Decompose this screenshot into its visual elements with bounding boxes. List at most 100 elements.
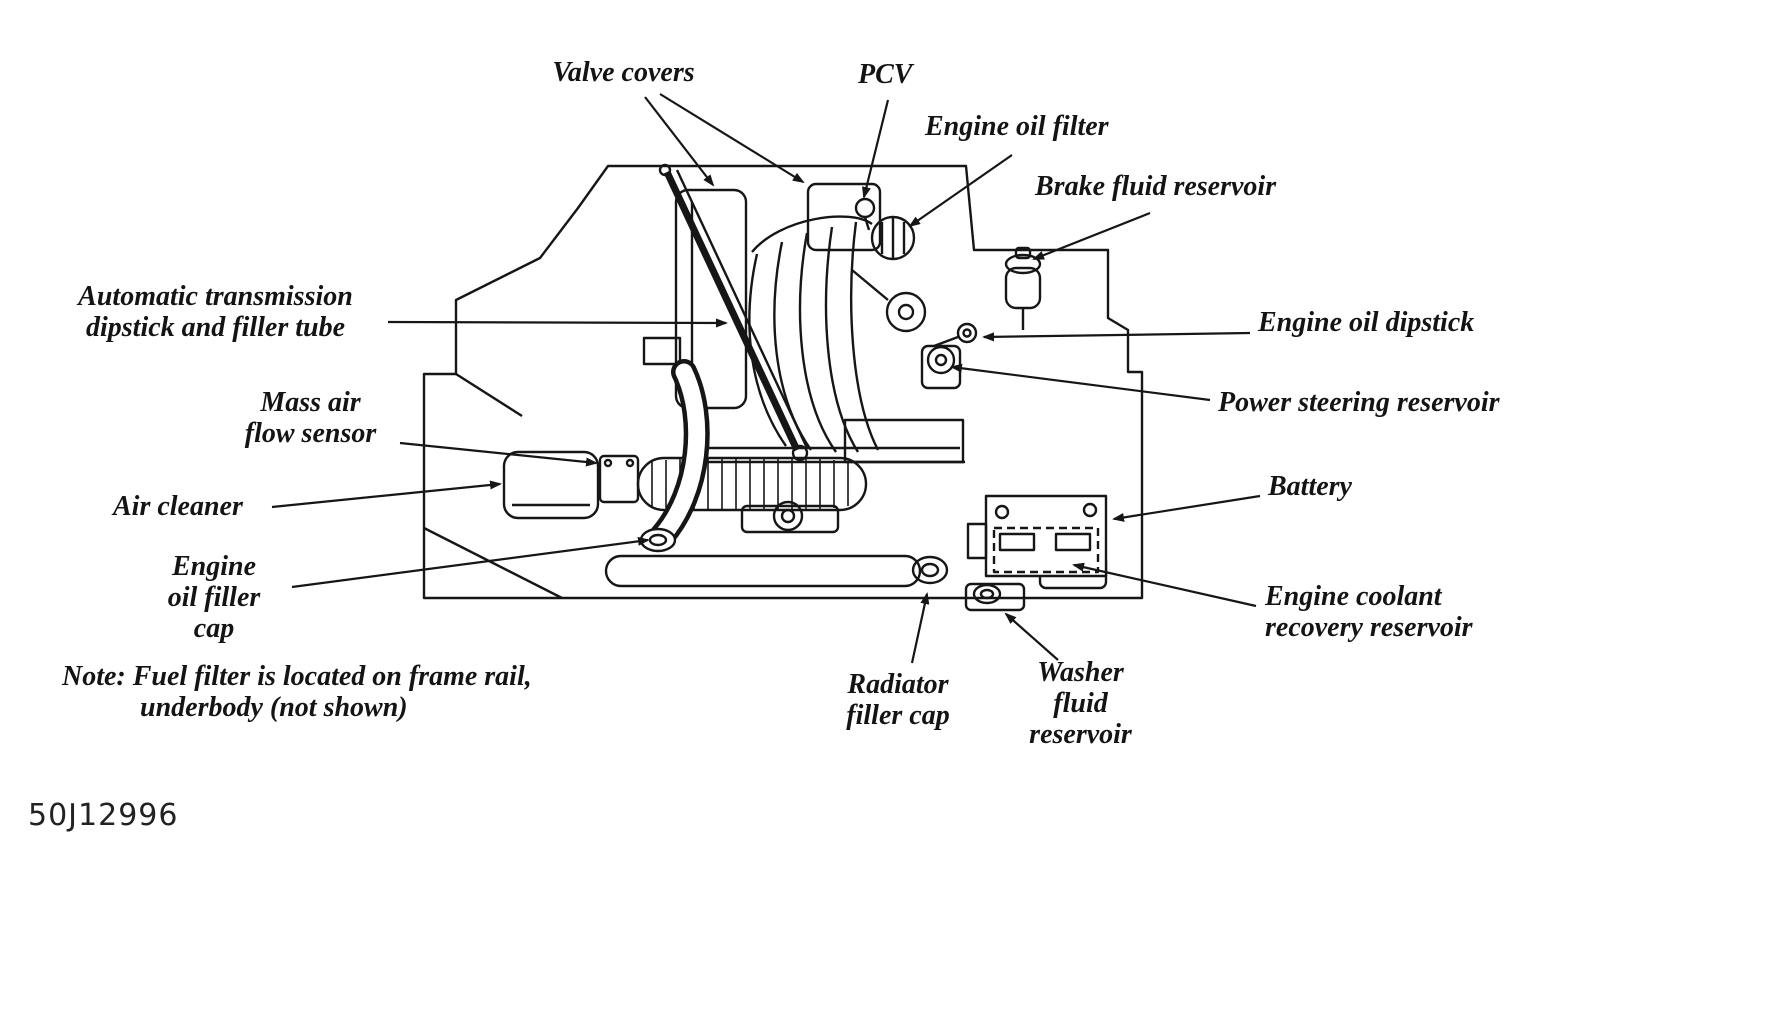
- leader-valve-cover-left: [645, 97, 715, 187]
- pcv-hose: [865, 217, 869, 230]
- washer-fluid-cap-inner: [981, 590, 993, 598]
- engine-bay-outline: [424, 166, 1142, 598]
- frame-diagonal-line: [424, 528, 562, 598]
- dipstick-tube-handle: [660, 165, 670, 175]
- transmission-dipstick-tube: [667, 172, 797, 450]
- leader-auto-trans-dipstick: [388, 318, 728, 328]
- label-valve-covers: Valve covers: [536, 57, 711, 89]
- label-line: Power steering reservoir: [1218, 387, 1500, 418]
- maf-bolt: [627, 460, 633, 466]
- intake-runner: [800, 233, 836, 452]
- label-line: Mass air: [260, 387, 361, 418]
- oil-dipstick-ring-inner: [964, 330, 971, 337]
- battery-cell-cap: [1000, 534, 1034, 550]
- valve-cover-right: [808, 184, 880, 250]
- label-line: filler cap: [846, 699, 950, 731]
- note-fuel-filter: Note: Fuel filter is located on frame ra…: [62, 661, 532, 724]
- brake-fluid-cap-knob: [1016, 248, 1030, 258]
- leader-battery: [1112, 496, 1260, 522]
- battery-cell-cap: [1056, 534, 1090, 550]
- label-line: Engine oil filter: [925, 111, 1109, 142]
- leader-coolant-recovery: [1072, 562, 1256, 606]
- oil-dipstick-stem: [934, 337, 958, 346]
- label-line: Radiator: [847, 669, 949, 700]
- oil-dipstick-ring: [958, 324, 976, 342]
- label-battery: Battery: [1268, 471, 1352, 503]
- leader-valve-cover-right: [660, 94, 805, 184]
- label-line: dipstick and filler tube: [86, 311, 345, 343]
- label-line: Brake fluid reservoir: [1035, 171, 1277, 202]
- intake-duct-ribs: [652, 459, 848, 509]
- battery-terminal: [996, 506, 1008, 518]
- leader-maf-sensor: [400, 443, 598, 467]
- brake-fluid-reservoir-cap: [1006, 255, 1040, 273]
- relay-box: [644, 338, 680, 364]
- label-line: Battery: [1268, 471, 1352, 502]
- power-steering-cap: [928, 347, 954, 373]
- leader-engine-oil-filter: [908, 155, 1012, 228]
- note-line: underbody (not shown): [140, 691, 408, 723]
- intake-duct: [638, 458, 866, 510]
- battery-case: [986, 496, 1106, 576]
- label-line: Air cleaner: [113, 491, 243, 522]
- washer-fluid-cap: [974, 585, 1000, 603]
- engine-mount-bracket: [742, 506, 838, 532]
- label-line: Engine: [171, 551, 257, 582]
- air-cleaner-box: [504, 452, 598, 518]
- crank-pulley: [774, 502, 802, 530]
- label-line: PCV: [858, 59, 913, 90]
- label-engine-oil-filter: Engine oil filter: [925, 111, 1109, 143]
- leader-radiator-cap: [912, 592, 930, 663]
- oil-filler-cap-detail: [650, 535, 666, 545]
- label-line: Valve covers: [552, 57, 695, 88]
- leader-arrows: [272, 94, 1260, 663]
- power-steering-cap-inner: [936, 355, 946, 365]
- leader-brake-fluid-reservoir: [1032, 213, 1150, 259]
- label-power-steering-reservoir: Power steering reservoir: [1218, 387, 1500, 419]
- intake-plenum: [752, 217, 872, 252]
- battery-terminal: [1084, 504, 1096, 516]
- radiator-cap-inner: [922, 564, 938, 576]
- label-line: Engine oil dipstick: [1258, 307, 1475, 338]
- oil-filler-neck-inner: [662, 372, 697, 536]
- crank-pulley-hub: [782, 510, 794, 522]
- leader-oil-filler-cap: [292, 536, 650, 587]
- label-line: Engine coolant: [1265, 581, 1442, 612]
- label-line: cap: [193, 612, 235, 644]
- throttle-body: [845, 420, 963, 462]
- label-line: oil filler: [167, 581, 261, 613]
- label-line: flow sensor: [244, 417, 377, 449]
- note-line: Note: Fuel filter is located on frame ra…: [62, 661, 532, 692]
- label-washer-fluid: Washer fluid reservoir: [1008, 657, 1153, 750]
- dipstick-tube-end: [793, 446, 807, 460]
- leader-power-steering-reservoir: [950, 363, 1210, 400]
- label-pcv: PCV: [858, 59, 913, 91]
- valve-cover-left: [676, 190, 746, 408]
- label-brake-fluid-reservoir: Brake fluid reservoir: [1035, 171, 1277, 203]
- accessories: [606, 248, 1106, 610]
- leader-pcv: [862, 100, 888, 199]
- label-auto-trans-dipstick: Automatic transmission dipstick and fill…: [48, 281, 383, 344]
- label-maf-sensor: Mass air flow sensor: [218, 387, 403, 450]
- label-line: reservoir: [1029, 718, 1132, 750]
- air-intake-system: [504, 372, 866, 551]
- radiator-hose: [606, 556, 920, 586]
- battery-holddown-bracket: [968, 524, 986, 558]
- label-line: Washer: [1037, 657, 1124, 688]
- leader-engine-oil-dipstick: [982, 333, 1250, 342]
- label-line: recovery reservoir: [1265, 611, 1473, 643]
- radiator-cap: [913, 557, 947, 583]
- pcv-valve: [856, 199, 874, 217]
- label-coolant-recovery: Engine coolant recovery reservoir: [1265, 581, 1473, 644]
- figure-id: 50J12996: [28, 798, 179, 833]
- label-line: fluid: [1053, 687, 1108, 719]
- leader-air-cleaner: [272, 480, 502, 507]
- label-engine-oil-dipstick: Engine oil dipstick: [1258, 307, 1475, 339]
- oil-filter: [872, 217, 914, 259]
- label-air-cleaner: Air cleaner: [113, 491, 243, 523]
- label-line: Automatic transmission: [78, 281, 353, 312]
- intake-runner: [826, 227, 858, 452]
- maf-bolt: [605, 460, 611, 466]
